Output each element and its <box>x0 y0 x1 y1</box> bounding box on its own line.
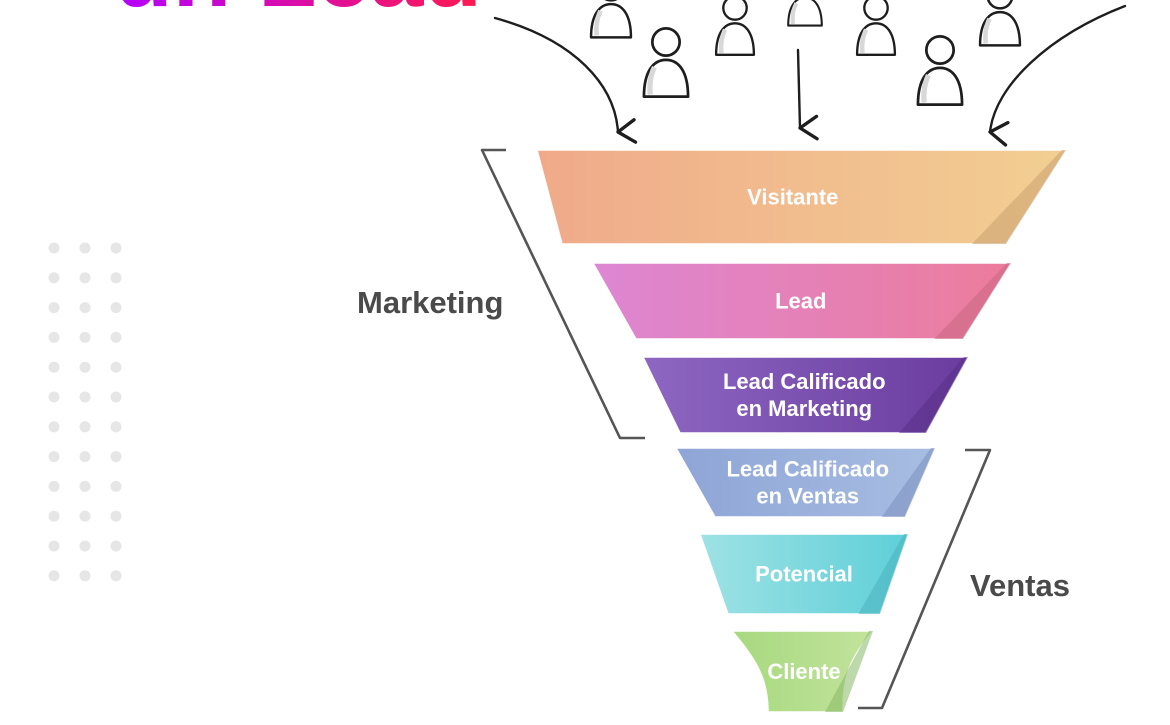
stage-label: Cliente <box>767 659 840 684</box>
arrow-icon <box>988 4 1127 147</box>
dot <box>110 451 122 463</box>
person-icon <box>787 0 823 27</box>
dot <box>48 391 60 403</box>
dot <box>110 242 122 254</box>
dot <box>79 510 91 522</box>
stage-label: Potencial <box>755 562 853 587</box>
funnel-band-edge <box>858 534 908 614</box>
sales-label: Ventas <box>970 568 1070 603</box>
people-group <box>589 0 1022 106</box>
arrow-icon <box>493 16 638 144</box>
page-title: un Lead <box>114 0 482 27</box>
dot <box>79 361 91 373</box>
dot <box>79 242 91 254</box>
dot <box>79 391 91 403</box>
dot <box>110 302 122 314</box>
dot <box>48 451 60 463</box>
dot <box>79 451 91 463</box>
funnel-band-edge <box>881 448 935 517</box>
dot <box>110 272 122 284</box>
dot <box>48 480 60 492</box>
dot <box>48 242 60 254</box>
funnel-band-edge <box>934 263 1011 339</box>
dot <box>110 361 122 373</box>
funnel-stage: Cliente <box>730 630 875 713</box>
person-icon <box>714 0 756 56</box>
dot <box>110 331 122 343</box>
stage-label: Visitante <box>747 185 838 210</box>
dot <box>110 480 122 492</box>
dot <box>79 570 91 582</box>
stage-label: en Marketing <box>736 396 872 421</box>
dot <box>48 272 60 284</box>
person-icon <box>589 0 633 39</box>
dot-grid-icon <box>48 242 122 582</box>
dot <box>48 540 60 552</box>
funnel-stage: Potencial <box>698 533 910 615</box>
arrow-icon <box>796 48 819 141</box>
dot <box>110 540 122 552</box>
dot <box>48 331 60 343</box>
stage-label: Lead Calificado <box>723 369 886 394</box>
dot <box>79 480 91 492</box>
dot <box>79 421 91 433</box>
dot <box>79 331 91 343</box>
dot <box>110 570 122 582</box>
stage-label: en Ventas <box>756 484 859 509</box>
dot <box>110 391 122 403</box>
funnel-band-edge <box>899 357 968 433</box>
arrows <box>493 4 1127 147</box>
funnel-band-edge <box>825 631 873 712</box>
dot <box>110 510 122 522</box>
dot <box>79 540 91 552</box>
person-icon <box>855 0 897 56</box>
dot <box>79 272 91 284</box>
sales-bracket-icon <box>858 448 992 710</box>
dot <box>48 302 60 314</box>
stage-label: Lead <box>775 289 826 314</box>
person-icon <box>642 26 690 98</box>
funnel-stage: Lead <box>591 262 1013 340</box>
dot <box>48 361 60 373</box>
dot <box>48 510 60 522</box>
person-icon <box>978 0 1022 47</box>
dot <box>48 570 60 582</box>
funnel-stage: Visitante <box>536 149 1068 245</box>
funnel-band-edge <box>971 150 1066 244</box>
dot <box>79 302 91 314</box>
stage-label: Lead Calificado <box>726 457 889 482</box>
marketing-label: Marketing <box>357 285 503 320</box>
person-icon <box>916 34 964 106</box>
dot <box>110 421 122 433</box>
dot <box>48 421 60 433</box>
marketing-bracket-icon <box>480 148 645 440</box>
